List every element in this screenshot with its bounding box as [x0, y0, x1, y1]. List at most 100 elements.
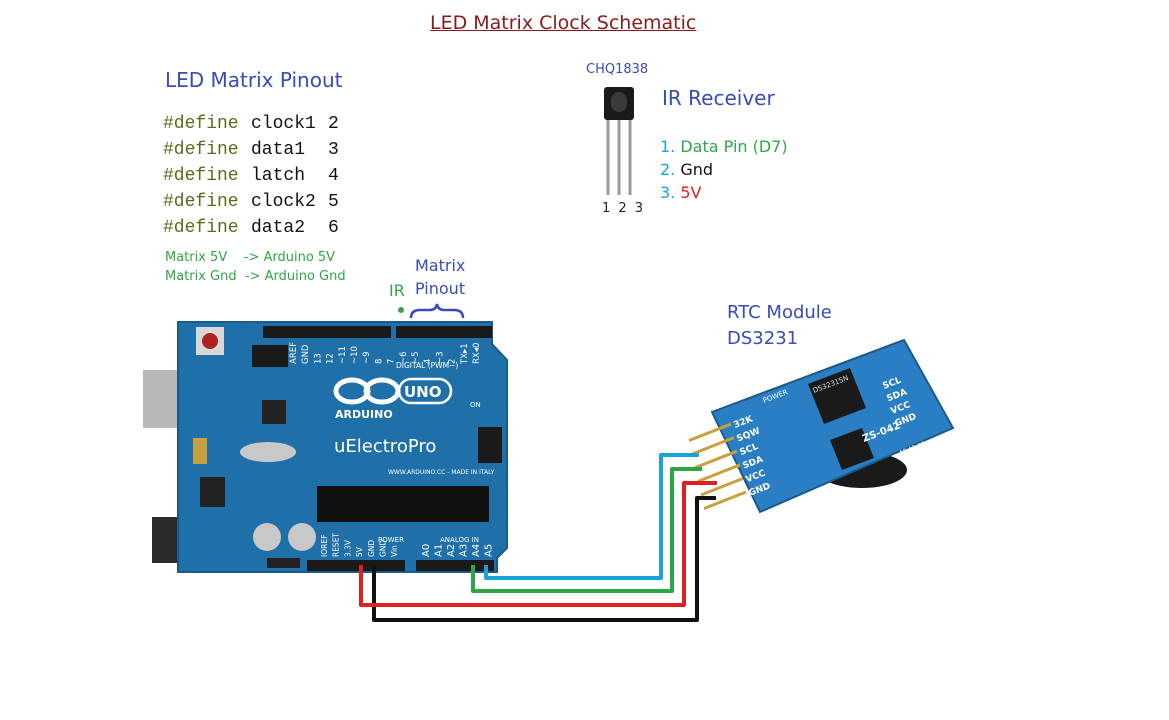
define-row: #define latch 4	[163, 166, 339, 186]
define-row: #define data1 3	[163, 140, 339, 160]
rtc-header-pin	[697, 463, 741, 483]
power-pin-label: IOREF	[320, 535, 329, 557]
wire-vcc	[359, 481, 717, 607]
rtc-model-heading: DS3231	[727, 328, 799, 349]
define-value: 5	[328, 192, 339, 212]
matrix-label-line1: Matrix	[415, 256, 466, 275]
power-pin-label: 5V	[355, 546, 364, 557]
ir-pin-label: Data Pin (D7)	[680, 137, 788, 156]
define-keyword: #define	[163, 166, 239, 186]
power-pin-label: 3.3V	[343, 539, 352, 557]
rtc-header-pin	[700, 477, 744, 497]
rtc-header-pin	[688, 422, 732, 442]
define-name: latch	[251, 166, 306, 186]
rtc-module-board: DS3231SN ZS-042 POWER A0 A1 A2 32KSQWSCL…	[688, 338, 955, 514]
arduino-brand: ARDUINO	[335, 408, 393, 421]
rtc-chip	[808, 368, 866, 424]
digital-pin-label: AREF	[289, 342, 299, 364]
analog-pin-label: A3	[459, 544, 470, 557]
define-value: 3	[328, 140, 339, 160]
power-pin-label: GND	[367, 540, 376, 557]
ir-pin-numbers: 1 2 3	[602, 201, 646, 216]
matrix-pinout-brace	[409, 303, 465, 319]
wire-sda	[471, 467, 702, 593]
page-title: LED Matrix Clock Schematic	[430, 12, 697, 34]
power-note-5v: Matrix 5V -> Arduino 5V	[165, 250, 336, 265]
digital-pin-label: 13	[313, 353, 323, 364]
digital-pin-label: 12	[326, 353, 336, 364]
rtc-header-pin	[691, 436, 735, 456]
atmega-chip	[317, 486, 489, 522]
board-maker-label: uElectroPro	[334, 436, 436, 457]
define-name: clock2	[251, 192, 316, 212]
matrix-pinout-heading: LED Matrix Pinout	[165, 68, 343, 92]
ir-pin-2: 2. Gnd	[660, 160, 713, 179]
ir-pin-1: 1. Data Pin (D7)	[660, 137, 788, 156]
define-value: 6	[328, 218, 339, 238]
define-keyword: #define	[163, 192, 239, 212]
analog-pin-label: A2	[446, 544, 457, 557]
arduino-logo	[333, 377, 453, 405]
define-keyword: #define	[163, 218, 239, 238]
arduino-url: WWW.ARDUINO.CC - MADE IN ITALY	[388, 469, 495, 476]
digital-pin-label: ~9	[362, 351, 372, 364]
wire-scl	[484, 453, 699, 580]
analog-pin-label: A5	[484, 544, 495, 557]
define-keyword: #define	[163, 114, 239, 134]
analog-pin-label: A0	[421, 544, 432, 557]
power-pin-label: GND	[379, 540, 388, 557]
digital-pin-label: GND	[301, 344, 311, 364]
define-row: #define clock1 2	[163, 114, 339, 134]
digital-pin-label: 2	[448, 359, 458, 364]
digital-pin-label: TX▸1	[460, 343, 470, 365]
uno-label: UNO	[404, 383, 442, 401]
rtc-header-pin	[694, 449, 738, 470]
power-pin-label: RESET	[332, 533, 341, 557]
define-row: #define clock2 5	[163, 192, 339, 212]
analog-header	[416, 560, 494, 571]
rtc-module-heading: RTC Module	[727, 302, 832, 323]
define-value: 4	[328, 166, 339, 186]
ir-pin-number: 3.	[660, 183, 676, 202]
power-pin-label: Vin	[390, 545, 399, 557]
wires	[359, 453, 717, 622]
ir-pin-label: 5V	[680, 183, 702, 202]
analog-pin-label: A1	[434, 544, 445, 557]
power-label: POWER	[378, 536, 404, 544]
power-header	[307, 560, 405, 571]
arduino-uno-board: UNO ARDUINO uElectroPro WWW.ARDUINO.CC -…	[143, 321, 508, 573]
digital-pin-label: ~6	[399, 351, 409, 364]
define-name: data1	[251, 140, 306, 160]
define-value: 2	[328, 114, 339, 134]
define-keyword: #define	[163, 140, 239, 160]
eeprom-chip	[830, 428, 874, 470]
ir-part-number: CHQ1838	[586, 62, 649, 77]
digital-pin-label: 7	[387, 359, 397, 364]
digital-pin-label: 8	[374, 359, 384, 364]
ir-pin-label: IR	[389, 281, 405, 300]
ir-pin-label: Gnd	[680, 160, 714, 179]
ir-pin-number: 1.	[660, 137, 676, 156]
ir-receiver-heading: IR Receiver	[662, 86, 775, 110]
rtc-header-pin	[703, 490, 747, 510]
power-note-gnd: Matrix Gnd -> Arduino Gnd	[165, 269, 346, 284]
ir-pin-3: 3. 5V	[660, 183, 701, 202]
digital-label: DIGITAL (PWM~)	[396, 361, 458, 370]
digital-pin-label: ~10	[350, 346, 360, 364]
digital-pin-label: ~5	[411, 351, 421, 364]
ir-receiver-component	[604, 87, 634, 195]
digital-header-left	[263, 326, 391, 338]
ir-pin-marker	[398, 307, 404, 313]
digital-pin-label: 4	[423, 359, 433, 364]
digital-pin-label: ~11	[338, 346, 348, 364]
define-name: clock1	[251, 114, 316, 134]
ir-pin-number: 2.	[660, 160, 676, 179]
digital-pin-label: RX◂0	[472, 343, 482, 364]
define-row: #define data2 6	[163, 218, 339, 238]
matrix-label-line2: Pinout	[415, 279, 466, 298]
define-name: data2	[251, 218, 306, 238]
